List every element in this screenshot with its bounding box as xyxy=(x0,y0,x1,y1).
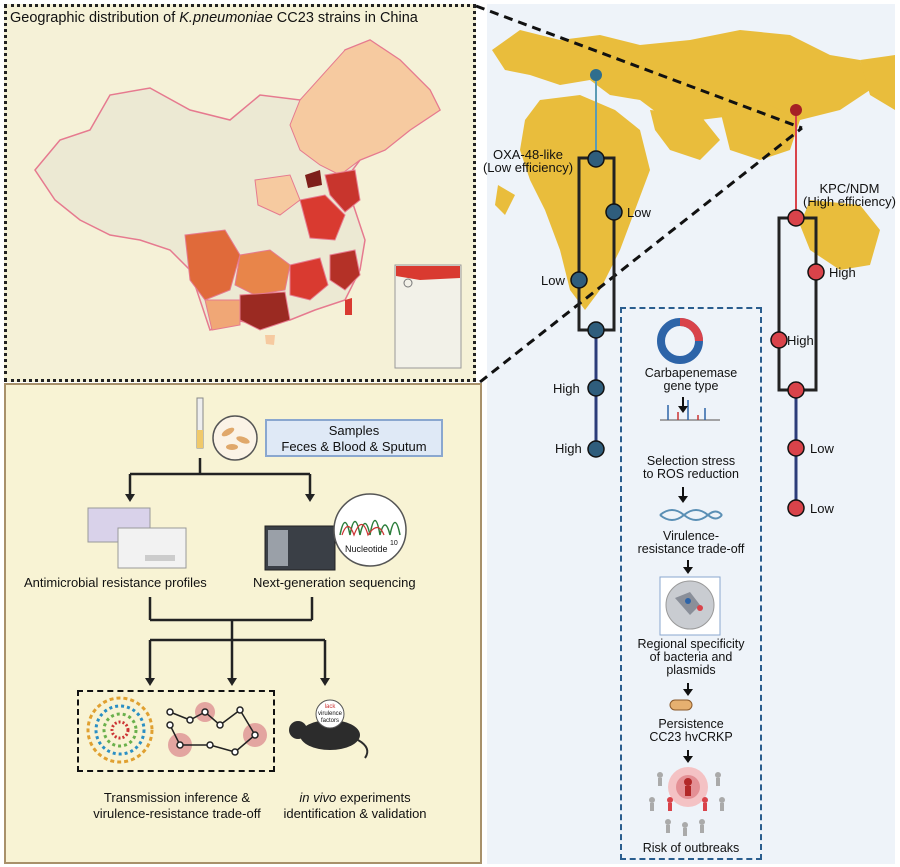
world-continents xyxy=(492,30,895,310)
right-node-root xyxy=(787,209,805,227)
petri-dish-icon xyxy=(212,415,258,461)
test-tube-icon xyxy=(196,397,204,449)
right-node-3 xyxy=(787,381,805,399)
right-node-5 xyxy=(787,499,805,517)
mechanism-flow-box xyxy=(620,307,762,860)
inset-map xyxy=(394,264,462,369)
left-nodes xyxy=(570,150,623,458)
nucleotide-label: Nucleotide xyxy=(344,544,389,554)
plate-reader-icon xyxy=(87,507,187,569)
kpc-ndm-label: KPC/NDM (High efficiency) xyxy=(803,181,896,209)
flow-arrows xyxy=(678,397,693,763)
method-flow-lines xyxy=(128,458,327,680)
bacterium-icon xyxy=(669,699,693,711)
mouse-icon xyxy=(289,699,369,759)
donut-chart-icon xyxy=(657,318,703,364)
map-title: Geographic distribution of K.pneumoniae … xyxy=(10,10,418,26)
left-node-root xyxy=(587,150,605,168)
lack-virulence-label: lack virulence factors xyxy=(318,704,343,724)
right-origin-pin xyxy=(790,104,802,116)
samples-box: Samples Feces & Blood & Sputum xyxy=(265,419,443,457)
transmission-label: Transmission inference & virulence-resis… xyxy=(93,790,261,821)
left-node-4-label: High xyxy=(553,381,580,396)
left-node-2 xyxy=(570,271,588,289)
amr-label: Antimicrobial resistance profiles xyxy=(24,575,207,590)
samples-subtitle: Feces & Blood & Sputum xyxy=(281,439,427,454)
left-node-5-label: High xyxy=(555,441,582,456)
right-node-4 xyxy=(787,439,805,457)
left-origin-pin xyxy=(590,69,602,81)
transmission-network-icon xyxy=(166,702,267,757)
invivo-label: in vivo experiments identification & val… xyxy=(283,790,427,821)
right-nodes xyxy=(770,209,825,517)
right-node-2 xyxy=(770,331,788,349)
right-node-1 xyxy=(807,263,825,281)
left-node-5 xyxy=(587,440,605,458)
samples-title: Samples xyxy=(328,423,380,438)
tradeoff-label: Virulence-resistance trade-off xyxy=(637,529,745,556)
sequencer-icon xyxy=(264,525,336,571)
dna-icon xyxy=(659,509,723,521)
right-node-4-label: Low xyxy=(810,441,834,456)
chromatogram-icon xyxy=(333,493,407,567)
methods-panel xyxy=(4,383,482,864)
oxa48-label: OXA-48-like (Low efficiency) xyxy=(482,147,574,175)
left-node-3 xyxy=(587,321,605,339)
left-node-2-label: Low xyxy=(541,273,565,288)
left-node-4 xyxy=(587,379,605,397)
analysis-box xyxy=(77,690,275,772)
risk-label: Risk of outbreaks xyxy=(642,841,740,855)
phylogenetic-tree-icon xyxy=(86,696,154,764)
nucleotide-sub: 10 xyxy=(390,540,398,547)
spectrum-icon xyxy=(660,400,720,421)
connector-line-top xyxy=(475,4,803,130)
right-node-2-label: High xyxy=(787,333,814,348)
method-arrowheads xyxy=(125,494,330,686)
right-node-5-label: Low xyxy=(810,501,834,516)
world-globe-icon xyxy=(659,576,721,636)
ngs-label: Next-generation sequencing xyxy=(253,575,416,590)
outbreak-people-icon xyxy=(649,767,725,836)
right-node-1-label: High xyxy=(829,265,856,280)
left-node-1 xyxy=(605,203,623,221)
china-map xyxy=(34,39,441,345)
connector-line-bottom xyxy=(479,126,803,384)
left-node-1-label: Low xyxy=(627,205,651,220)
